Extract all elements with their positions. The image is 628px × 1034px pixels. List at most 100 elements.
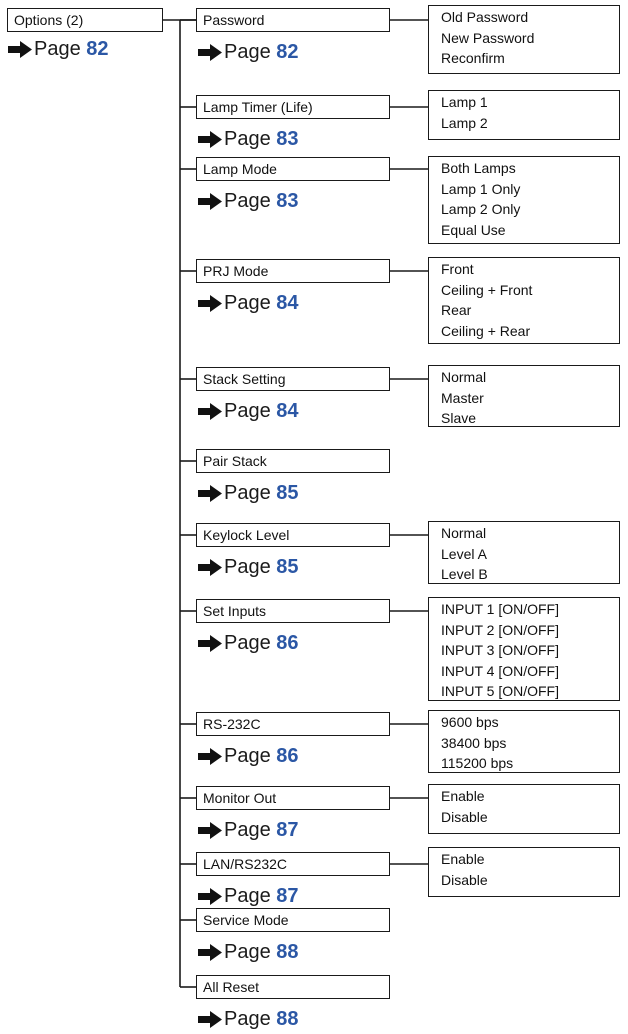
menu-item-label: PRJ Mode [203, 263, 269, 279]
menu-item-label: Keylock Level [203, 527, 290, 543]
option-label: Level B [441, 566, 488, 582]
option-label: New Password [441, 29, 535, 46]
page-number: 84 [276, 400, 299, 422]
page-ref: Page 84 [198, 399, 299, 423]
option-label: Rear [441, 302, 472, 318]
right-arrow-icon [8, 41, 32, 58]
page-ref: Page 88 [198, 940, 299, 964]
menu-item-box: Lamp Timer (Life) [196, 95, 390, 119]
menu-item-label: Service Mode [203, 912, 289, 928]
options-box: INPUT 1 [ON/OFF]INPUT 2 [ON/OFF]INPUT 3 … [428, 597, 620, 701]
right-arrow-icon [198, 822, 222, 839]
option-label: Level A [441, 545, 487, 562]
page-number: 87 [276, 819, 299, 841]
menu-item-label: Lamp Timer (Life) [203, 99, 313, 115]
page-prefix: Page [224, 482, 271, 504]
page-ref: Page 87 [198, 818, 299, 842]
page-ref: Page 86 [198, 631, 299, 655]
page-prefix: Page [224, 292, 271, 314]
option-label: Disable [441, 871, 488, 888]
menu-item-label: Monitor Out [203, 790, 277, 806]
option-label: Normal [441, 369, 487, 385]
option-label: 38400 bps [441, 734, 507, 751]
page-prefix: Page [224, 745, 271, 767]
right-arrow-icon [198, 944, 222, 961]
right-arrow-icon [198, 295, 222, 312]
right-arrow-icon [198, 635, 222, 652]
page-prefix: Page [224, 128, 271, 150]
root-menu-label: Options (2) [14, 12, 84, 28]
option-label: Lamp 2 [441, 114, 488, 131]
option-label: Reconfirm [441, 50, 505, 66]
menu-item-label: LAN/RS232C [203, 856, 288, 872]
menu-item-box: Service Mode [196, 908, 390, 932]
option-label: INPUT 4 [ON/OFF] [441, 662, 559, 679]
right-arrow-icon [198, 44, 222, 61]
page-prefix: Page [224, 556, 271, 578]
menu-item-box: Password [196, 8, 390, 32]
menu-item-box: All Reset [196, 975, 390, 999]
right-arrow-icon [198, 888, 222, 905]
page-prefix: Page [224, 819, 271, 841]
page-prefix: Page [224, 400, 271, 422]
option-label: Disable [441, 808, 488, 825]
page-ref: Page 86 [198, 744, 299, 768]
page-prefix: Page [224, 941, 271, 963]
menu-item-box: Set Inputs [196, 599, 390, 623]
page-ref: Page 87 [198, 884, 299, 908]
right-arrow-icon [198, 748, 222, 765]
page-ref: Page 88 [198, 1007, 299, 1031]
root-page-ref: Page 82 [8, 37, 109, 61]
option-label: Both Lamps [441, 160, 516, 176]
menu-item-box: Lamp Mode [196, 157, 390, 181]
option-label: Ceiling + Front [441, 281, 533, 298]
menu-item-box: Keylock Level [196, 523, 390, 547]
menu-item-box: LAN/RS232C [196, 852, 390, 876]
right-arrow-icon [198, 131, 222, 148]
root-menu-box: Options (2) [7, 8, 163, 32]
page-number: 82 [86, 38, 109, 60]
menu-item-box: Pair Stack [196, 449, 390, 473]
right-arrow-icon [198, 559, 222, 576]
page-number: 85 [276, 482, 299, 504]
right-arrow-icon [198, 193, 222, 210]
menu-item-box: Monitor Out [196, 786, 390, 810]
page-ref: Page 83 [198, 189, 299, 213]
option-label: Lamp 2 Only [441, 201, 521, 217]
option-label: Lamp 1 [441, 94, 488, 110]
right-arrow-icon [198, 485, 222, 502]
option-label: 9600 bps [441, 714, 499, 730]
page-number: 88 [276, 1008, 299, 1030]
menu-item-box: RS-232C [196, 712, 390, 736]
right-arrow-icon [198, 1011, 222, 1028]
right-arrow-icon [198, 403, 222, 420]
page-prefix: Page [224, 885, 271, 907]
page-prefix: Page [224, 41, 271, 63]
page-number: 84 [276, 292, 299, 314]
option-label: Lamp 1 Only [441, 180, 521, 197]
option-label: INPUT 5 [ON/OFF] [441, 683, 559, 699]
page-number: 87 [276, 885, 299, 907]
option-label: INPUT 1 [ON/OFF] [441, 601, 559, 617]
menu-item-label: Stack Setting [203, 371, 286, 387]
page-number: 85 [276, 556, 299, 578]
page-prefix: Page [224, 1008, 271, 1030]
menu-item-label: Lamp Mode [203, 161, 277, 177]
page-number: 83 [276, 128, 299, 150]
menu-item-label: Password [203, 12, 265, 28]
option-label: Old Password [441, 9, 529, 25]
option-label: Equal Use [441, 221, 506, 238]
page-number: 86 [276, 745, 299, 767]
option-label: Normal [441, 525, 487, 541]
page-ref: Page 84 [198, 291, 299, 315]
